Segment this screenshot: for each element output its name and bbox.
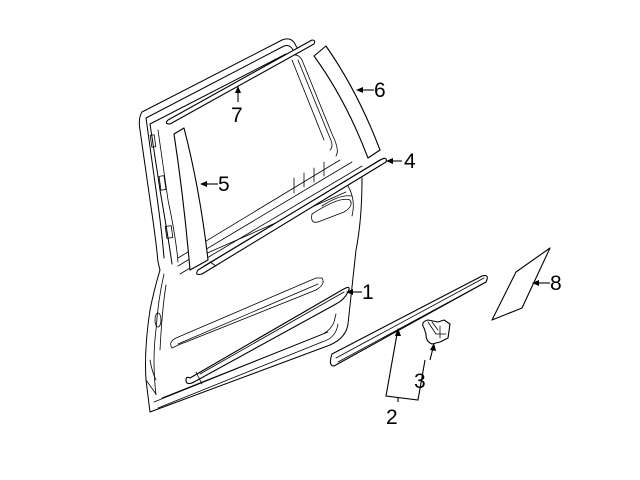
part-7-upper-frame-molding[interactable] — [165, 39, 316, 125]
callout-4-label: 4 — [404, 150, 416, 173]
part-5-front-applique[interactable] — [173, 127, 209, 271]
callout-4[interactable]: 4 — [386, 150, 416, 173]
callout-6[interactable]: 6 — [356, 79, 386, 102]
callout-1[interactable]: 1 — [346, 281, 374, 304]
callout-2[interactable]: 2 — [385, 328, 426, 429]
rear-door-shell — [138, 38, 363, 413]
callout-1-label: 1 — [362, 281, 374, 304]
callout-2-label: 2 — [386, 406, 398, 429]
callout-3-label: 3 — [414, 370, 426, 393]
callout-7-label: 7 — [231, 104, 243, 127]
part-4-beltline-molding[interactable] — [196, 157, 387, 276]
part-3-clip[interactable] — [422, 319, 451, 345]
callout-5[interactable]: 5 — [200, 173, 230, 196]
callout-6-label: 6 — [374, 79, 386, 102]
part-8-quarter-applique[interactable] — [491, 247, 551, 321]
part-2-detached-molding[interactable] — [329, 275, 488, 367]
callout-5-label: 5 — [218, 173, 230, 196]
callout-3[interactable]: 3 — [414, 343, 436, 393]
part-1-lower-molding[interactable] — [185, 286, 350, 385]
part-6-rear-applique[interactable] — [313, 45, 381, 159]
callout-8[interactable]: 8 — [532, 272, 562, 295]
callout-7[interactable]: 7 — [231, 86, 243, 127]
callout-8-label: 8 — [550, 272, 562, 295]
